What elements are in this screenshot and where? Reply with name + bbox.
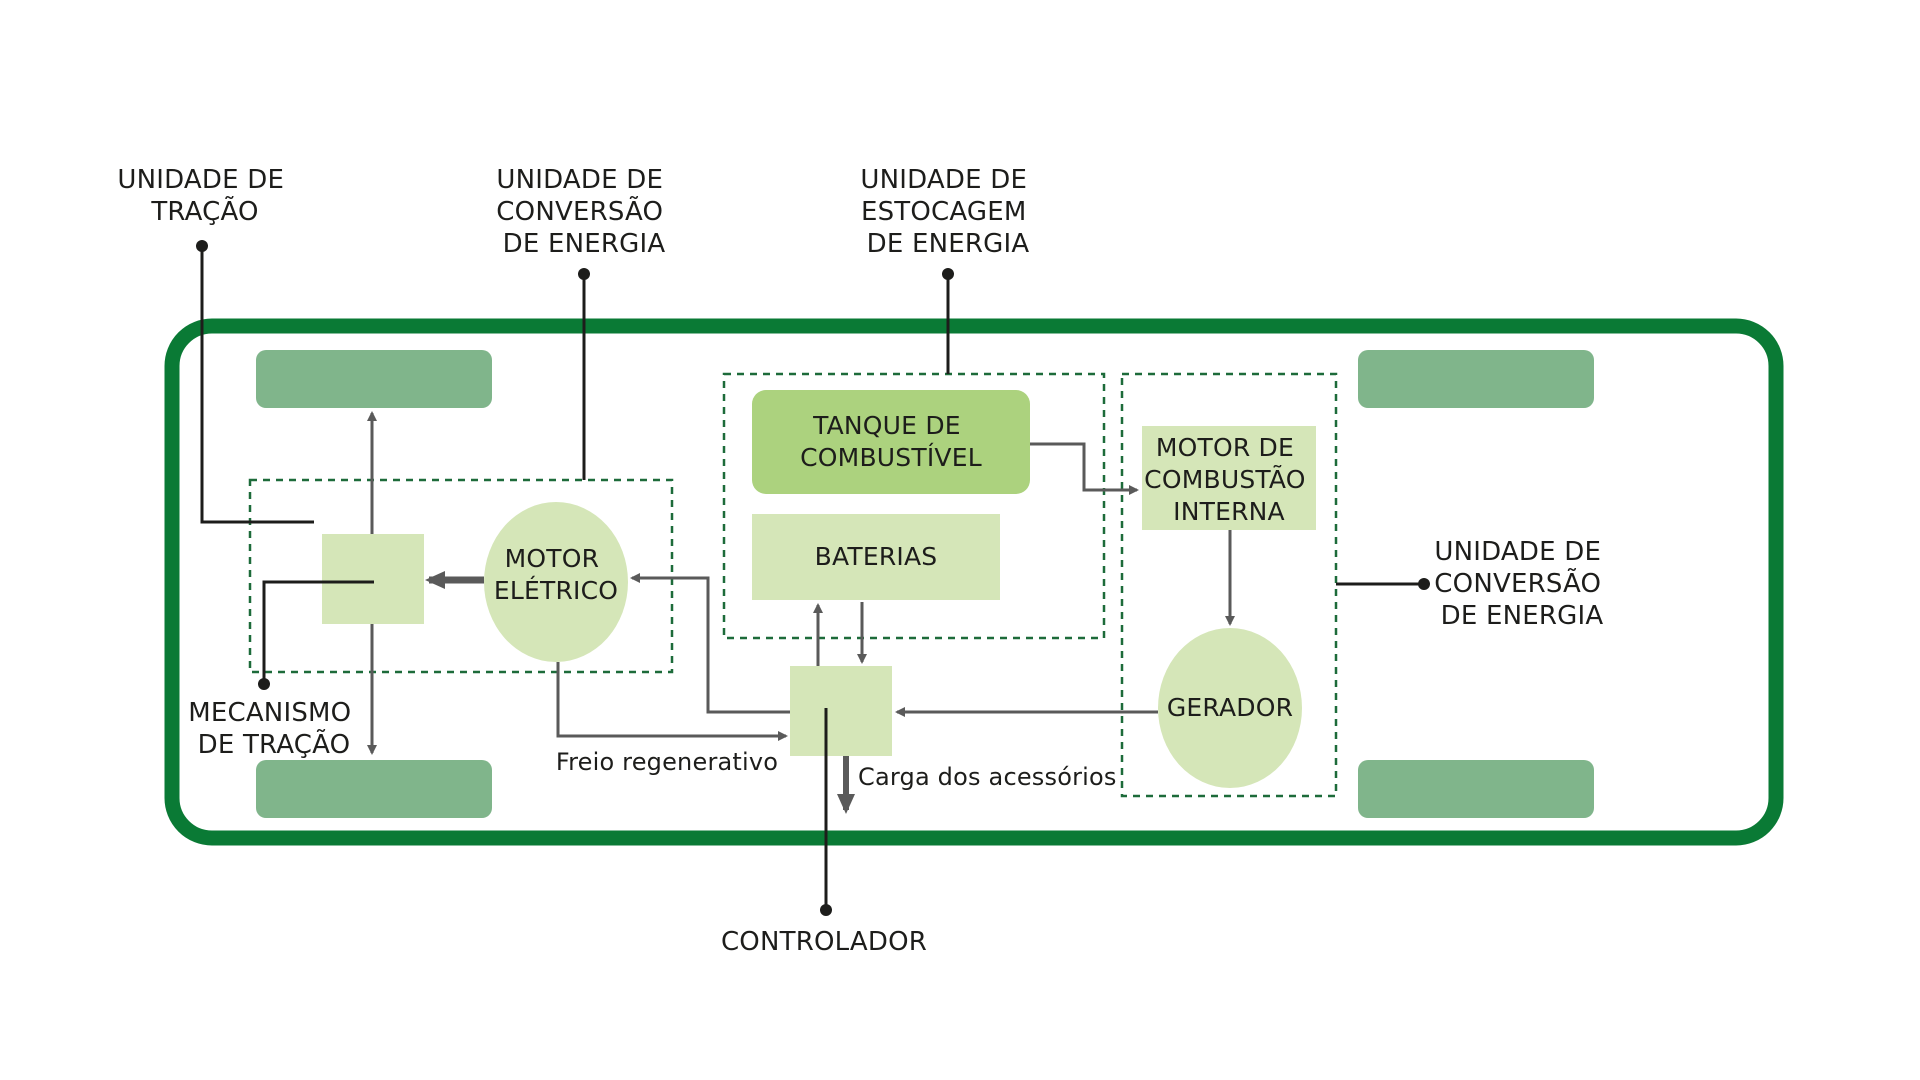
fuel-tank-shape: [752, 390, 1030, 494]
leader-traction-mechanism: [262, 580, 374, 684]
generator-shape: [1158, 628, 1302, 788]
batteries-shape: [752, 514, 1000, 600]
leader-traction-unit: [200, 246, 314, 524]
accessory-load-label: Carga dos acessórios: [858, 763, 1117, 791]
leader-dot-icon: [942, 268, 954, 280]
traction-mechanism-box: [322, 534, 424, 624]
ice-label: MOTOR DE COMBUSTÃO INTERNA: [1144, 433, 1314, 526]
controller-box: [790, 666, 892, 756]
storage-unit-boundary: [722, 372, 1106, 640]
leader-dot-icon: [820, 904, 832, 916]
controller-label: CONTROLADOR: [721, 927, 927, 957]
arrow-regen-brake: [556, 662, 788, 741]
leader-dot-icon: [1418, 578, 1430, 590]
leader-dot-icon: [196, 240, 208, 252]
traction-unit-boundary: [248, 478, 674, 674]
traction-mechanism-label: MECANISMO DE TRAÇÃO: [188, 698, 360, 760]
leader-dot-icon: [258, 678, 270, 690]
leader-dot-icon: [578, 268, 590, 280]
batteries-label: BATERIAS: [815, 542, 938, 571]
fuel-tank-label: TANQUE DE COMBUSTÍVEL: [800, 411, 982, 472]
wheel-icon-rear-right: [1358, 760, 1594, 818]
conversion-unit-right-boundary: [1120, 372, 1338, 798]
regen-brake-label: Freio regenerativo: [556, 748, 778, 776]
arrow-tank-to-ice: [1030, 442, 1139, 495]
storage-unit-label: UNIDADE DE ESTOCAGEM DE ENERGIA: [860, 165, 1035, 259]
vehicle-chassis: [164, 318, 1784, 846]
conversion-unit-left-label: UNIDADE DE CONVERSÃO DE ENERGIA: [496, 165, 671, 259]
traction-unit-label: UNIDADE DE TRAÇÃO: [117, 165, 292, 227]
arrow-controller-to-motor: [630, 573, 790, 714]
electric-motor-shape: [484, 502, 628, 662]
wheel-icon-front-right: [1358, 350, 1594, 408]
wheel-icon-rear-left: [256, 760, 492, 818]
generator-label: GERADOR: [1167, 693, 1293, 722]
ice-shape: [1142, 426, 1316, 530]
wheel-icon-front-left: [256, 350, 492, 408]
electric-motor-label: MOTOR ELÉTRICO: [494, 544, 618, 605]
conversion-unit-right-label: UNIDADE DE CONVERSÃO DE ENERGIA: [1434, 537, 1609, 631]
